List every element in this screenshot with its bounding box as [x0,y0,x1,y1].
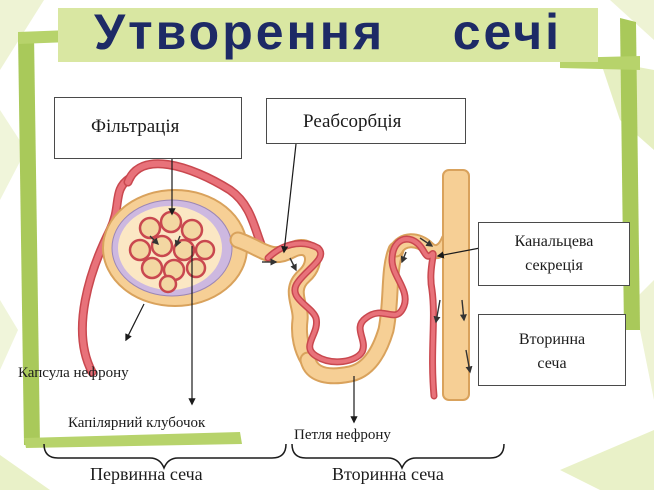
capillary-glomerulus [128,210,216,294]
capillary-loop [180,218,204,242]
tubular-secretion-box: Канальцева секреція [478,222,630,286]
capillary-loop [128,238,152,262]
nephron-loop-fill [301,243,403,383]
secondary-urine-label-line2: сеча [537,355,567,372]
flow-arrow [174,235,182,248]
capillary-loop [194,239,216,261]
flow-arrow [149,235,159,245]
capillary-loop [150,234,174,258]
frame-bar-bottom [24,432,242,448]
reabsorption-label: Реабсорбція [303,111,402,132]
capillary-loop [158,274,178,294]
peritubular-capillary-inner [266,237,436,398]
secondary-urine-box: Вторинна сеча [478,314,626,386]
frame-bar-top-left [18,30,70,44]
capillary-glomerulus-label: Капілярний клубочок [68,415,206,431]
flow-arrow [400,251,408,264]
nephron-loop-label: Петля нефрону [294,427,391,443]
tubular-secretion-label-line1: Канальцева [514,233,594,250]
efferent-arteriole-inner [125,160,271,261]
secondary-urine-label-line1: Вторинна [518,331,586,348]
capillary-loop [140,256,164,280]
bracket-primary-urine [43,443,287,471]
flow-arrow [459,299,467,322]
page-title: Утворення сечі [94,4,562,60]
filtration-label: Фільтрація [91,116,180,137]
flow-arrow [465,349,473,374]
capillary-loop [159,210,183,234]
capillary-loop [138,216,162,240]
tubular-secretion-label-line2: секреція [525,257,583,274]
flow-arrow [289,257,297,272]
flow-arrow [433,299,441,324]
capillary-loop [185,257,207,279]
frame-bar-left [18,34,40,445]
background-leaf [610,0,654,40]
capsule-pointer [125,303,145,342]
background-leaf [0,300,18,370]
reabsorption-box: Реабсорбція [266,98,466,144]
bracket-secondary-urine [291,443,505,471]
reabsorption-pointer [281,143,297,254]
filtration-box: Фільтрація [54,97,242,159]
background-leaf [560,430,654,490]
background-leaf [0,110,26,200]
secondary-urine-bottom-label: Вторинна сеча [332,464,444,484]
flow-arrow [419,237,434,247]
primary-urine-label: Первинна сеча [90,464,203,484]
background-leaf [0,455,50,490]
collecting-duct [442,169,470,401]
secretion-pointer [436,247,481,259]
title-band [58,8,598,62]
nephron-capsule-label: Капсула нефрону [18,365,129,381]
